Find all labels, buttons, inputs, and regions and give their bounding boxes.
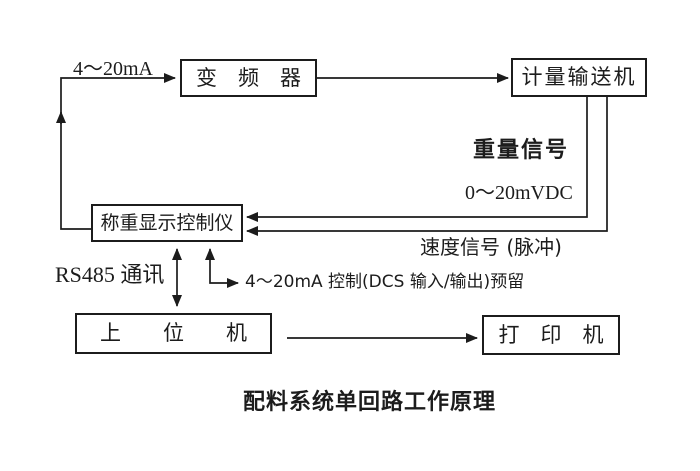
node-metering-conveyor: 计量输送机: [511, 58, 647, 97]
label-weight-signal-range: 0～20mVDC: [465, 182, 573, 204]
node-inverter: 变 频 器: [180, 59, 317, 97]
label-dcs-reserve: 4～20mA 控制(DCS 输入/输出)预留: [245, 272, 525, 292]
node-printer: 打 印 机: [482, 315, 620, 355]
node-host-computer: 上 位 机: [75, 313, 272, 354]
label-weight-signal: 重量信号: [473, 138, 570, 163]
connector-dcs-branch: [205, 248, 239, 288]
label-speed-signal: 速度信号 (脉冲): [420, 235, 562, 259]
node-weighing-display-controller: 称重显示控制仪: [91, 204, 243, 242]
connector-speed-signal: [246, 97, 608, 236]
label-rs485-communication: RS485 通讯: [55, 262, 165, 287]
label-current-loop: 4～20mA: [73, 58, 153, 80]
connector-weight-signal: [246, 97, 588, 222]
connector-controller-to-inverter: [60, 73, 176, 230]
diagram-caption: 配料系统单回路工作原理: [243, 390, 497, 415]
